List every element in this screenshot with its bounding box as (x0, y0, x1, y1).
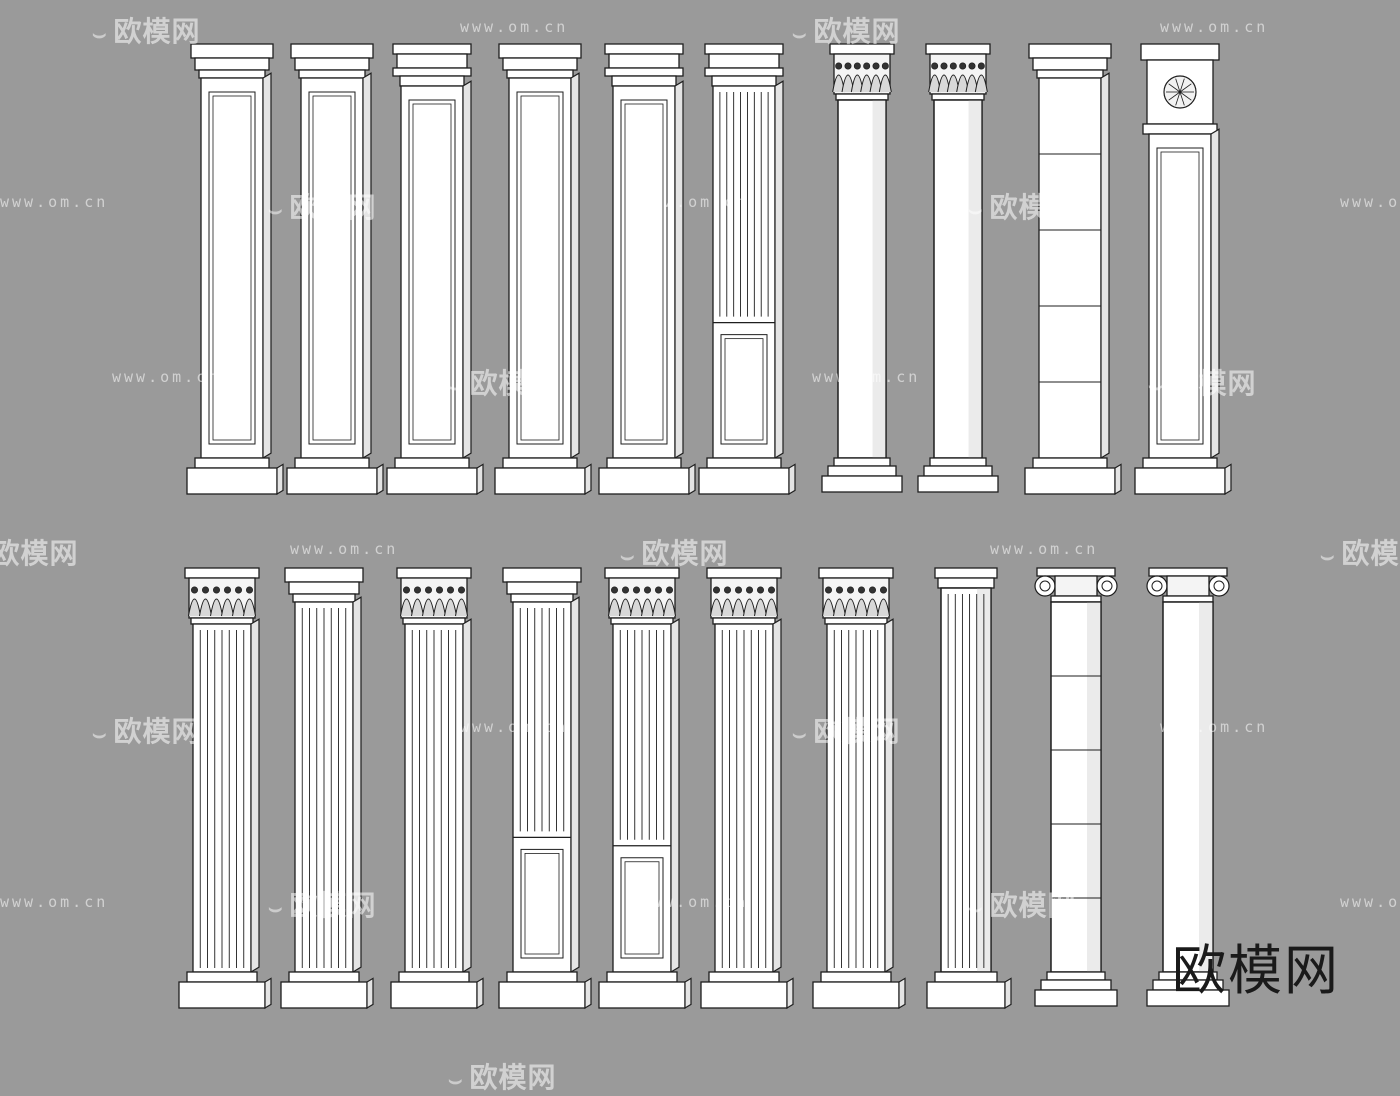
watermark-logo: ⌣欧模网 (792, 10, 901, 50)
watermark-logo-text: 欧模网 (289, 191, 377, 224)
watermark-url: www.om.cn (290, 540, 399, 558)
column-bottom-2 (280, 567, 374, 1010)
watermark-url: www.om.cn (1340, 893, 1400, 911)
watermark-url: www.om.cn (460, 718, 569, 736)
sofa-icon: ⌣ (448, 1068, 464, 1093)
watermark-logo: ⌣欧模网 (792, 710, 901, 750)
column-bottom-3 (390, 567, 484, 1010)
watermark-url: www.om.cn (812, 368, 921, 386)
watermark-logo: ⌣欧模网 (1148, 362, 1257, 402)
watermark-url: www.om.cn (460, 18, 569, 36)
column-bottom-4 (498, 567, 592, 1010)
watermark-logo-text: 欧模网 (289, 889, 377, 922)
column-top-7 (821, 43, 903, 493)
sofa-icon: ⌣ (92, 22, 108, 47)
sofa-icon: ⌣ (620, 544, 636, 569)
watermark-url: www.om.cn (0, 893, 109, 911)
watermark-logo: ⌣欧模网 (620, 532, 729, 572)
watermark-logo: ⌣欧模网 (92, 10, 201, 50)
column-bottom-6 (700, 567, 794, 1010)
sofa-icon: ⌣ (792, 22, 808, 47)
column-top-5 (598, 43, 696, 496)
watermark-logo-text: 欧模网 (469, 1061, 557, 1094)
watermark-logo: ⌣欧模网 (968, 884, 1077, 924)
sofa-icon: ⌣ (792, 722, 808, 747)
watermark-logo: ⌣欧模网 (1320, 532, 1400, 572)
watermark-logo: ⌣欧模网 (268, 884, 377, 924)
watermark-logo-text: 欧模网 (1341, 537, 1400, 570)
sofa-icon: ⌣ (268, 198, 284, 223)
watermark-url: www.om.cn (0, 193, 109, 211)
watermark-logo-text: 欧模网 (469, 367, 557, 400)
watermark-logo: ⌣欧模网 (448, 1056, 557, 1096)
watermark-logo-text: 欧模网 (989, 191, 1077, 224)
brand-mark-text: 欧模网 (1172, 939, 1340, 1002)
sofa-icon: ⌣ (1320, 544, 1336, 569)
column-top-8 (917, 43, 999, 493)
column-bottom-8 (926, 567, 1012, 1010)
watermark-url: www.om.cn (640, 893, 749, 911)
column-top-6 (698, 43, 796, 496)
watermark-logo-text: 欧模网 (113, 15, 201, 48)
column-bottom-1 (178, 567, 272, 1010)
watermark-logo: ⌣欧模网 (448, 362, 557, 402)
column-top-10 (1134, 43, 1232, 496)
watermark-logo-text: 欧模网 (113, 715, 201, 748)
column-bottom-5 (598, 567, 692, 1010)
sofa-icon: ⌣ (968, 896, 984, 921)
watermark-logo-text: 欧模网 (989, 889, 1077, 922)
watermark-url: www.om.cn (1160, 18, 1269, 36)
watermark-logo-text: 欧模网 (0, 537, 79, 570)
watermark-url: www.om.cn (640, 193, 749, 211)
watermark-logo-text: 欧模网 (813, 715, 901, 748)
watermark-logo-text: 欧模网 (813, 15, 901, 48)
column-top-1 (186, 43, 284, 496)
sofa-icon: ⌣ (268, 896, 284, 921)
watermark-url: www.om.cn (990, 540, 1099, 558)
watermark-url: www.om.cn (1160, 718, 1269, 736)
sofa-icon: ⌣ (968, 198, 984, 223)
watermark-logo-text: 欧模网 (1169, 367, 1257, 400)
column-bottom-10 (1146, 567, 1230, 1007)
watermark-logo-text: 欧模网 (641, 537, 729, 570)
sofa-icon: ⌣ (448, 374, 464, 399)
watermark-url: www.om.cn (112, 368, 221, 386)
sofa-icon: ⌣ (1148, 374, 1164, 399)
column-bottom-7 (812, 567, 906, 1010)
column-top-3 (386, 43, 484, 496)
column-top-4 (494, 43, 592, 496)
column-bottom-9 (1034, 567, 1118, 1007)
watermark-logo: ⌣欧模网 (92, 710, 201, 750)
watermark-logo: ⌣欧模网 (268, 186, 377, 226)
watermark-url: www.om.cn (1340, 193, 1400, 211)
watermark-logo: ⌣欧模网 (0, 532, 79, 572)
column-top-2 (286, 43, 384, 496)
watermark-logo: ⌣欧模网 (968, 186, 1077, 226)
sofa-icon: ⌣ (92, 722, 108, 747)
column-collection-render (178, 43, 1232, 1010)
column-top-9 (1024, 43, 1122, 496)
